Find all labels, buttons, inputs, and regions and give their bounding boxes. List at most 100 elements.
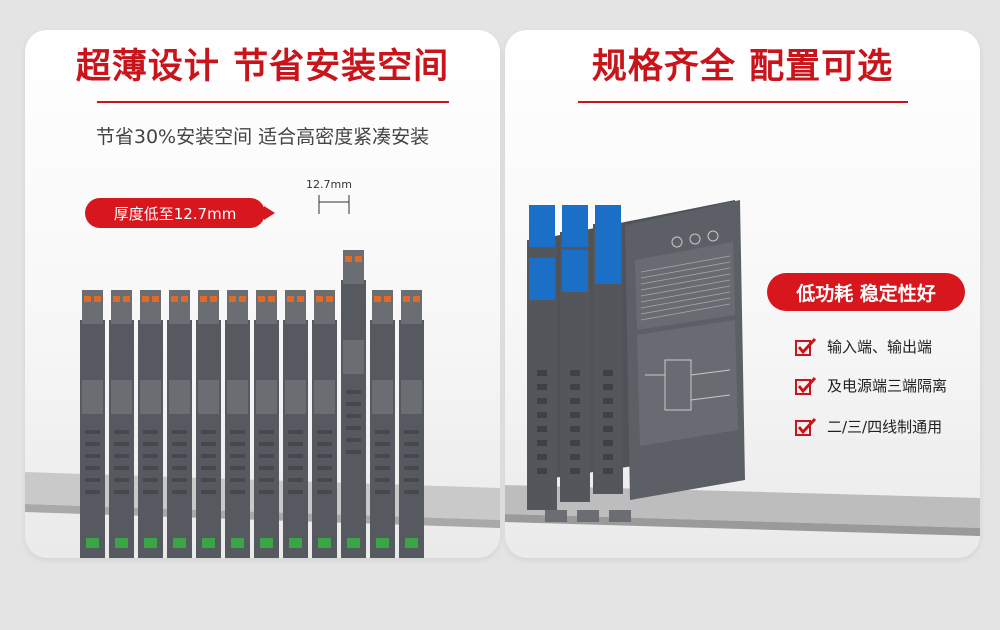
vent-slot [603,468,613,474]
terminal-screw [345,256,352,262]
vent-slot [114,442,129,446]
terminal-screw [287,296,294,302]
vent-slot [201,442,216,446]
vent-slot [375,430,390,434]
vent-slot [317,478,332,482]
bottom-clip [289,538,302,548]
module-mid-terminal [401,380,422,414]
vent-slot [404,430,419,434]
vent-slot [317,430,332,434]
vent-slot [172,490,187,494]
bottom-clip [202,538,215,548]
label-text-line [640,303,731,321]
label-text-line [640,273,731,291]
cert-mark-icon [689,233,701,245]
vent-slot [85,442,100,446]
left-panel-subtitle: 节省30%安装空间 适合高密度紧凑安装 [95,126,430,148]
slim-module [167,290,192,558]
label-text-line [640,291,731,309]
module-mid-terminal [343,340,364,374]
vent-slot [346,426,361,430]
vent-slot [570,412,580,418]
feature-item-3: 二/三/四线制通用 [795,416,942,437]
module-mid-terminal [140,380,161,414]
feature-item-2: 及电源端三端隔离 [795,375,947,396]
vent-slot [114,478,129,482]
vent-slot [570,468,580,474]
vent-slot [288,454,303,458]
module-mid-terminal [285,380,306,414]
vent-slot [375,466,390,470]
vent-slot [230,454,245,458]
label-text-line [640,261,731,279]
vent-slot [143,478,158,482]
vent-slot [346,450,361,454]
module-body [225,320,250,558]
vent-slot [114,466,129,470]
terminal-screw [374,296,381,302]
vent-slot [259,442,274,446]
label-text-line [640,255,731,273]
terminal-screw [229,296,236,302]
vent-slot [172,442,187,446]
vent-slot [288,430,303,434]
vent-slot [570,384,580,390]
bottom-clip [115,538,128,548]
vent-slot [570,440,580,446]
vent-slot [537,398,547,404]
left-feature-panel: 超薄设计 节省安装空间 节省30%安装空间 适合高密度紧凑安装 12.7mm 厚… [25,30,500,558]
vent-slot [537,440,547,446]
module-mid-terminal [227,380,248,414]
module-body [399,320,424,558]
vent-slot [404,478,419,482]
vent-slot [259,490,274,494]
slim-module [399,290,424,558]
module-foot [545,510,567,522]
vent-slot [404,466,419,470]
vent-slot [537,454,547,460]
vent-slot [201,454,216,458]
left-panel-title: 超薄设计 节省安装空间 [75,47,450,87]
vent-slot [603,426,613,432]
terminal-screw [258,296,265,302]
check-icon [795,376,817,395]
vent-slot [143,454,158,458]
module-mid-terminal [82,380,103,414]
vent-slot [537,412,547,418]
slim-module [312,290,337,558]
slim-module [138,290,163,558]
module-schematic-area [637,320,738,446]
terminal-screw [181,296,188,302]
slim-module [225,290,250,558]
bottom-clip [405,538,418,548]
vent-slot [603,412,613,418]
vent-slot [346,414,361,418]
bottom-clip [144,538,157,548]
terminal-screw [326,296,333,302]
label-text-line [640,279,731,297]
terminal-screw [384,296,391,302]
feature-text: 输入端、输出端 [827,338,933,356]
vent-slot [201,490,216,494]
terminal-screw [123,296,130,302]
vent-slot [404,442,419,446]
vent-slot [114,430,129,434]
vent-slot [85,466,100,470]
vent-slot [114,454,129,458]
bottom-clip [260,538,273,548]
cert-mark-icon [671,236,683,248]
vent-slot [201,430,216,434]
vent-slot [288,490,303,494]
vent-slot [537,426,547,432]
isolation-module [527,205,557,510]
vent-slot [259,430,274,434]
label-text-line [640,285,731,303]
terminal-screw [297,296,304,302]
vent-slot [375,490,390,494]
module-mid-terminal [256,380,277,414]
vent-slot [172,430,187,434]
check-icon [795,417,817,436]
vent-slot [603,398,613,404]
vent-slot [259,466,274,470]
module-foot [577,510,599,522]
